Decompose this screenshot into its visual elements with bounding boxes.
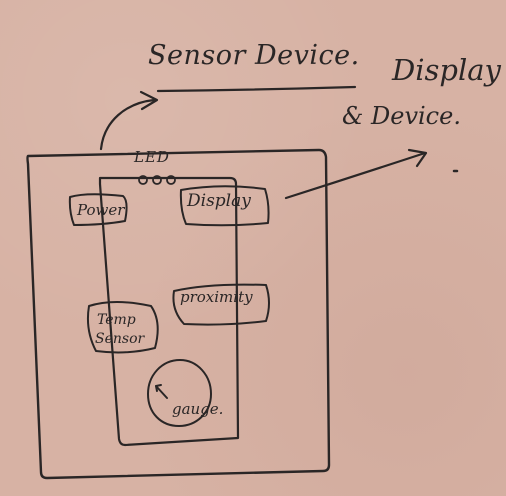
gauge-circle	[147, 359, 212, 427]
display-device-label-line1: Display	[392, 53, 501, 87]
temp-label: Temp	[97, 312, 136, 328]
title-arrow	[99, 98, 156, 151]
title-underline	[156, 85, 357, 93]
sensor-device-title: Sensor Device.	[148, 40, 360, 71]
sensor-label: Sensor	[95, 331, 145, 347]
power-label: Power	[77, 201, 125, 219]
proximity-box	[172, 283, 270, 326]
proximity-label: proximity	[180, 288, 253, 306]
led-dot-2	[152, 175, 162, 185]
title-arrowhead	[139, 90, 159, 111]
led-label: LED	[134, 148, 170, 166]
led-dot-3	[166, 175, 176, 185]
temp-sensor-box	[86, 301, 159, 354]
power-box	[68, 193, 128, 226]
led-dot-1	[138, 175, 148, 185]
display-device-arrowhead	[407, 148, 428, 168]
gauge-label: gauge.	[172, 400, 224, 418]
inner-device-box	[98, 176, 240, 447]
display-label: Display	[187, 191, 251, 211]
display-box	[179, 185, 270, 227]
outer-device-box	[26, 148, 331, 480]
display-device-arrow	[284, 151, 427, 200]
gauge-needle-tip	[155, 384, 162, 392]
gauge-needle	[155, 385, 168, 399]
display-device-label-line2: & Device.	[342, 102, 461, 130]
